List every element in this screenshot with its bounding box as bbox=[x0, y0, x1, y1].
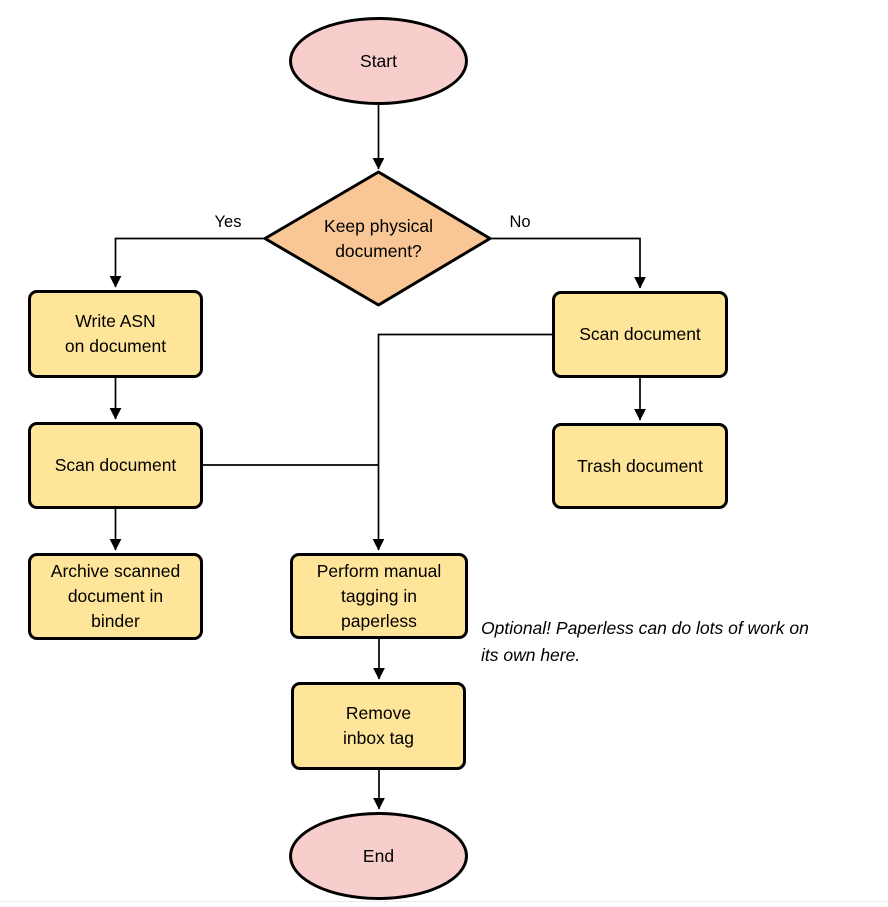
node-remove-inbox-tag-label: Remove inbox tag bbox=[342, 703, 415, 748]
node-start-label: Start bbox=[360, 50, 397, 71]
annotation-note-text: Optional! Paperless can do lots of work … bbox=[481, 618, 809, 665]
node-write-asn-label: Write ASN on document bbox=[64, 311, 167, 356]
edge-decision-yes-to-write-asn bbox=[109, 237, 265, 288]
node-decision: Keep physical document? bbox=[283, 211, 474, 267]
node-trash-document: Trash document bbox=[552, 423, 728, 509]
decision-diamond-shape bbox=[263, 170, 492, 307]
node-scan-document-right-label: Scan document bbox=[579, 324, 701, 344]
node-archive-binder-label: Archive scanned document in binder bbox=[50, 561, 181, 631]
node-write-asn: Write ASN on document bbox=[28, 290, 203, 378]
node-trash-document-label: Trash document bbox=[577, 455, 703, 476]
edge-label-yes-text: Yes bbox=[214, 213, 242, 231]
edge-label-yes: Yes bbox=[205, 210, 251, 234]
node-remove-inbox-tag: Remove inbox tag bbox=[291, 682, 466, 770]
edge-label-no: No bbox=[497, 210, 543, 234]
node-start: Start bbox=[289, 17, 468, 105]
node-end-label: End bbox=[362, 845, 395, 866]
node-manual-tagging: Perform manual tagging in paperless bbox=[290, 553, 468, 639]
edge-label-no-text: No bbox=[509, 213, 531, 231]
node-decision-label: Keep physical document? bbox=[324, 216, 433, 261]
bottom-divider bbox=[0, 901, 888, 902]
annotation-note: Optional! Paperless can do lots of work … bbox=[481, 588, 883, 669]
node-scan-document-right: Scan document bbox=[552, 291, 728, 378]
node-scan-document-left-label: Scan document bbox=[54, 455, 177, 475]
edge-decision-no-to-scan-right bbox=[490, 237, 646, 289]
node-end: End bbox=[289, 812, 468, 900]
node-manual-tagging-label: Perform manual tagging in paperless bbox=[316, 560, 442, 631]
node-archive-binder: Archive scanned document in binder bbox=[28, 553, 203, 640]
node-scan-document-left: Scan document bbox=[28, 422, 203, 509]
edge-scan-right-to-tagging bbox=[372, 333, 552, 551]
